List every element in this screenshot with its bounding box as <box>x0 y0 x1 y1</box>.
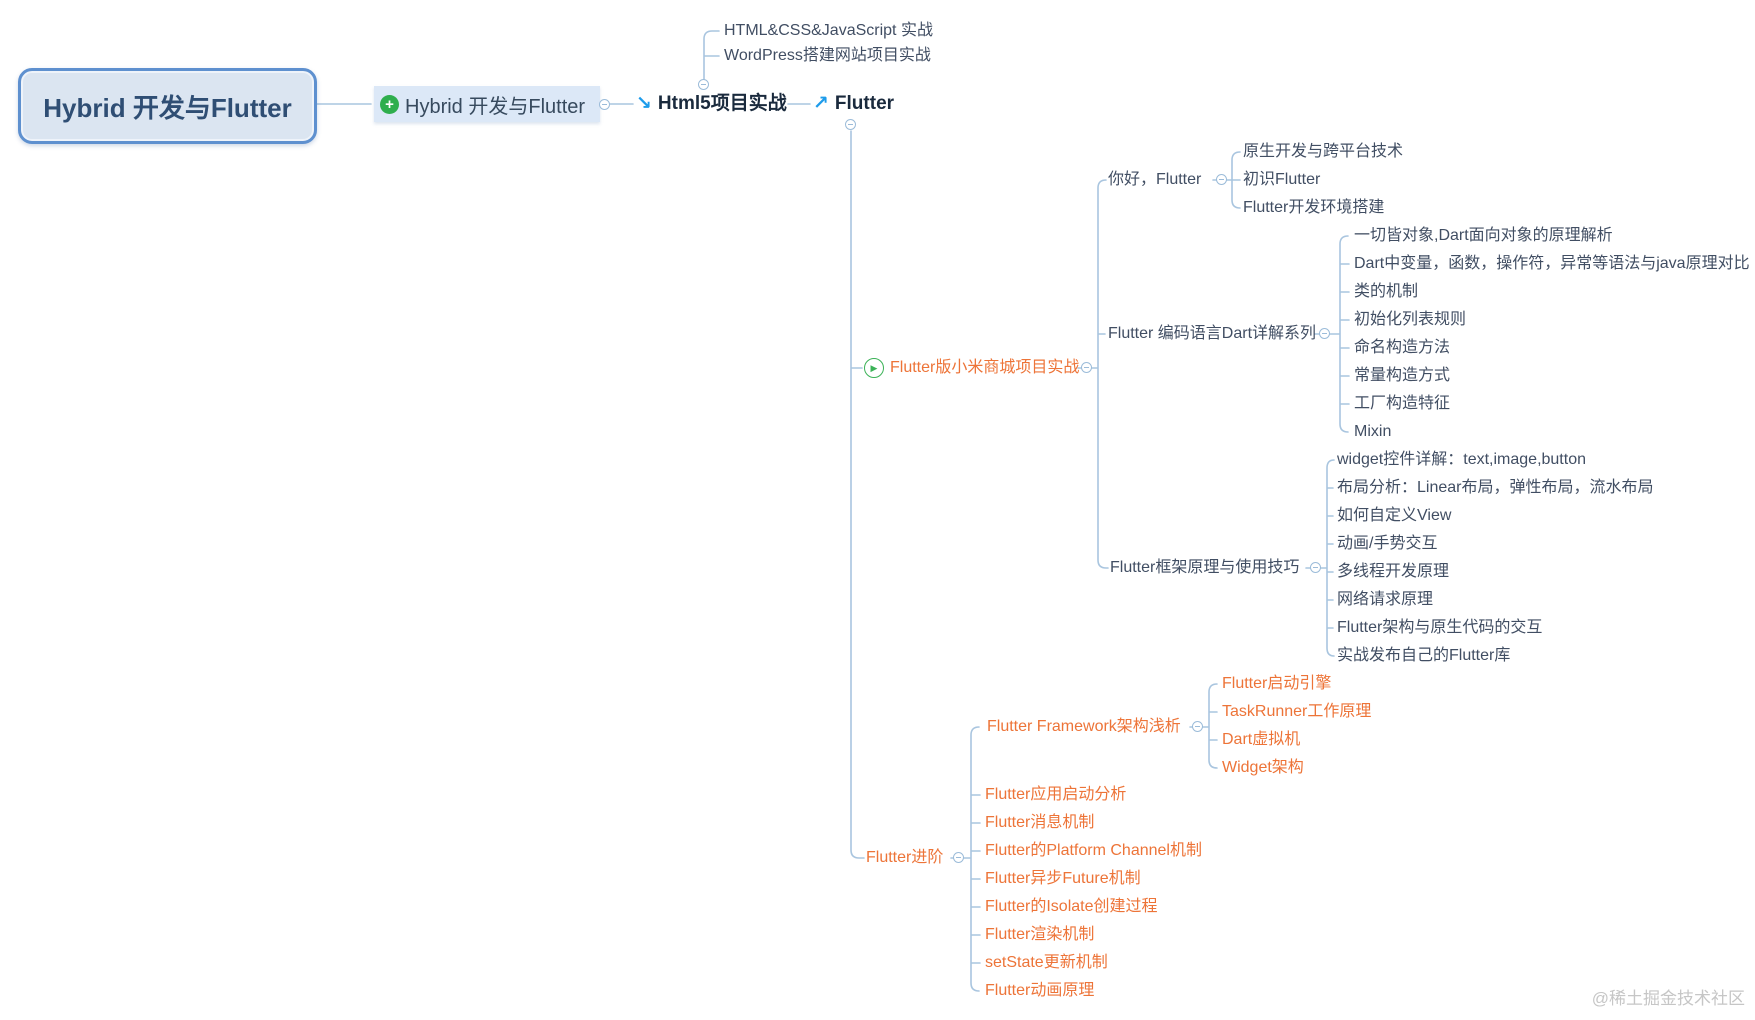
topic-const-constructor[interactable]: 常量构造方式 <box>1354 367 1451 384</box>
play-icon: ▶ <box>864 358 884 378</box>
topic-init-list[interactable]: 初始化列表规则 <box>1354 311 1467 328</box>
root-topic-label: Hybrid 开发与Flutter <box>43 92 292 123</box>
collapse-toggle[interactable] <box>1319 328 1330 339</box>
collapse-toggle[interactable] <box>845 119 856 130</box>
collapse-toggle[interactable] <box>953 852 964 863</box>
topic-framework-arch[interactable]: Flutter Framework架构浅析 <box>987 718 1181 735</box>
topic-flutter-advanced[interactable]: Flutter进阶 <box>866 849 944 866</box>
topic-render-mechanism[interactable]: Flutter渲染机制 <box>985 926 1095 943</box>
collapse-toggle[interactable] <box>1081 362 1092 373</box>
topic-message-mechanism[interactable]: Flutter消息机制 <box>985 814 1095 831</box>
topic-factory-constructor[interactable]: 工厂构造特征 <box>1354 395 1451 412</box>
topic-wordpress[interactable]: WordPress搭建网站项目实战 <box>724 47 931 64</box>
topic-mixin[interactable]: Mixin <box>1354 423 1392 440</box>
collapse-toggle[interactable] <box>698 79 709 90</box>
topic-future-mechanism[interactable]: Flutter异步Future机制 <box>985 870 1141 887</box>
root-topic[interactable]: Hybrid 开发与Flutter <box>18 68 317 144</box>
topic-flutter-label: Flutter <box>834 93 895 114</box>
topic-dart-vm[interactable]: Dart虚拟机 <box>1222 731 1301 748</box>
topic-hello-flutter[interactable]: 你好，Flutter <box>1108 171 1202 188</box>
plus-icon: + <box>380 94 399 114</box>
topic-publish-lib[interactable]: 实战发布自己的Flutter库 <box>1337 647 1511 664</box>
topic-native-interop[interactable]: Flutter架构与原生代码的交互 <box>1337 619 1543 636</box>
topic-hybrid-label: Hybrid 开发与Flutter <box>405 95 586 118</box>
topic-animation-gesture[interactable]: 动画/手势交互 <box>1337 535 1438 552</box>
topic-animation-principle[interactable]: Flutter动画原理 <box>985 982 1095 999</box>
topic-setstate-update[interactable]: setState更新机制 <box>985 954 1108 971</box>
topic-taskrunner[interactable]: TaskRunner工作原理 <box>1222 703 1372 720</box>
topic-html-css-js[interactable]: HTML&CSS&JavaScript 实战 <box>724 22 933 39</box>
topic-native-vs-cross[interactable]: 原生开发与跨平台技术 <box>1243 143 1404 160</box>
collapse-toggle[interactable] <box>599 99 610 110</box>
topic-multithread[interactable]: 多线程开发原理 <box>1337 563 1450 580</box>
topic-custom-view[interactable]: 如何自定义View <box>1337 507 1452 524</box>
topic-platform-channel[interactable]: Flutter的Platform Channel机制 <box>985 842 1202 859</box>
watermark: @稀土掘金技术社区 <box>1591 989 1745 1008</box>
topic-dart-series[interactable]: Flutter 编码语言Dart详解系列 <box>1108 325 1317 342</box>
collapse-toggle[interactable] <box>1192 721 1203 732</box>
topic-html5-label: Html5项目实战 <box>657 93 787 114</box>
topic-network[interactable]: 网络请求原理 <box>1337 591 1434 608</box>
topic-engine-start[interactable]: Flutter启动引擎 <box>1222 675 1332 692</box>
topic-framework-usage[interactable]: Flutter框架原理与使用技巧 <box>1110 559 1300 576</box>
arrow-up-right-icon: ↗ <box>813 93 829 114</box>
topic-isolate-create[interactable]: Flutter的Isolate创建过程 <box>985 898 1158 915</box>
topic-widget-detail[interactable]: widget控件详解：text,image,button <box>1337 451 1586 468</box>
topic-widget-arch[interactable]: Widget架构 <box>1222 759 1304 776</box>
topic-xiaomi-project[interactable]: ▶ Flutter版小米商城项目实战 <box>864 357 1079 379</box>
topic-app-start[interactable]: Flutter应用启动分析 <box>985 786 1127 803</box>
topic-dart-oop[interactable]: 一切皆对象,Dart面向对象的原理解析 <box>1354 227 1613 244</box>
topic-dart-syntax[interactable]: Dart中变量，函数，操作符，异常等语法与java原理对比 <box>1354 255 1750 272</box>
topic-class-mechanism[interactable]: 类的机制 <box>1354 283 1419 300</box>
topic-html5[interactable]: ↘ Html5项目实战 <box>636 92 787 116</box>
topic-hybrid[interactable]: + Hybrid 开发与Flutter <box>374 86 600 122</box>
topic-named-constructor[interactable]: 命名构造方法 <box>1354 339 1451 356</box>
topic-flutter[interactable]: ↗ Flutter <box>813 92 894 116</box>
collapse-toggle[interactable] <box>1310 562 1321 573</box>
collapse-toggle[interactable] <box>1216 174 1227 185</box>
topic-layout-analysis[interactable]: 布局分析：Linear布局，弹性布局，流水布局 <box>1337 479 1654 496</box>
topic-env-setup[interactable]: Flutter开发环境搭建 <box>1243 199 1385 216</box>
topic-first-flutter[interactable]: 初识Flutter <box>1243 171 1321 188</box>
arrow-down-right-icon: ↘ <box>636 93 652 114</box>
topic-xiaomi-project-label: Flutter版小米商城项目实战 <box>890 359 1080 376</box>
